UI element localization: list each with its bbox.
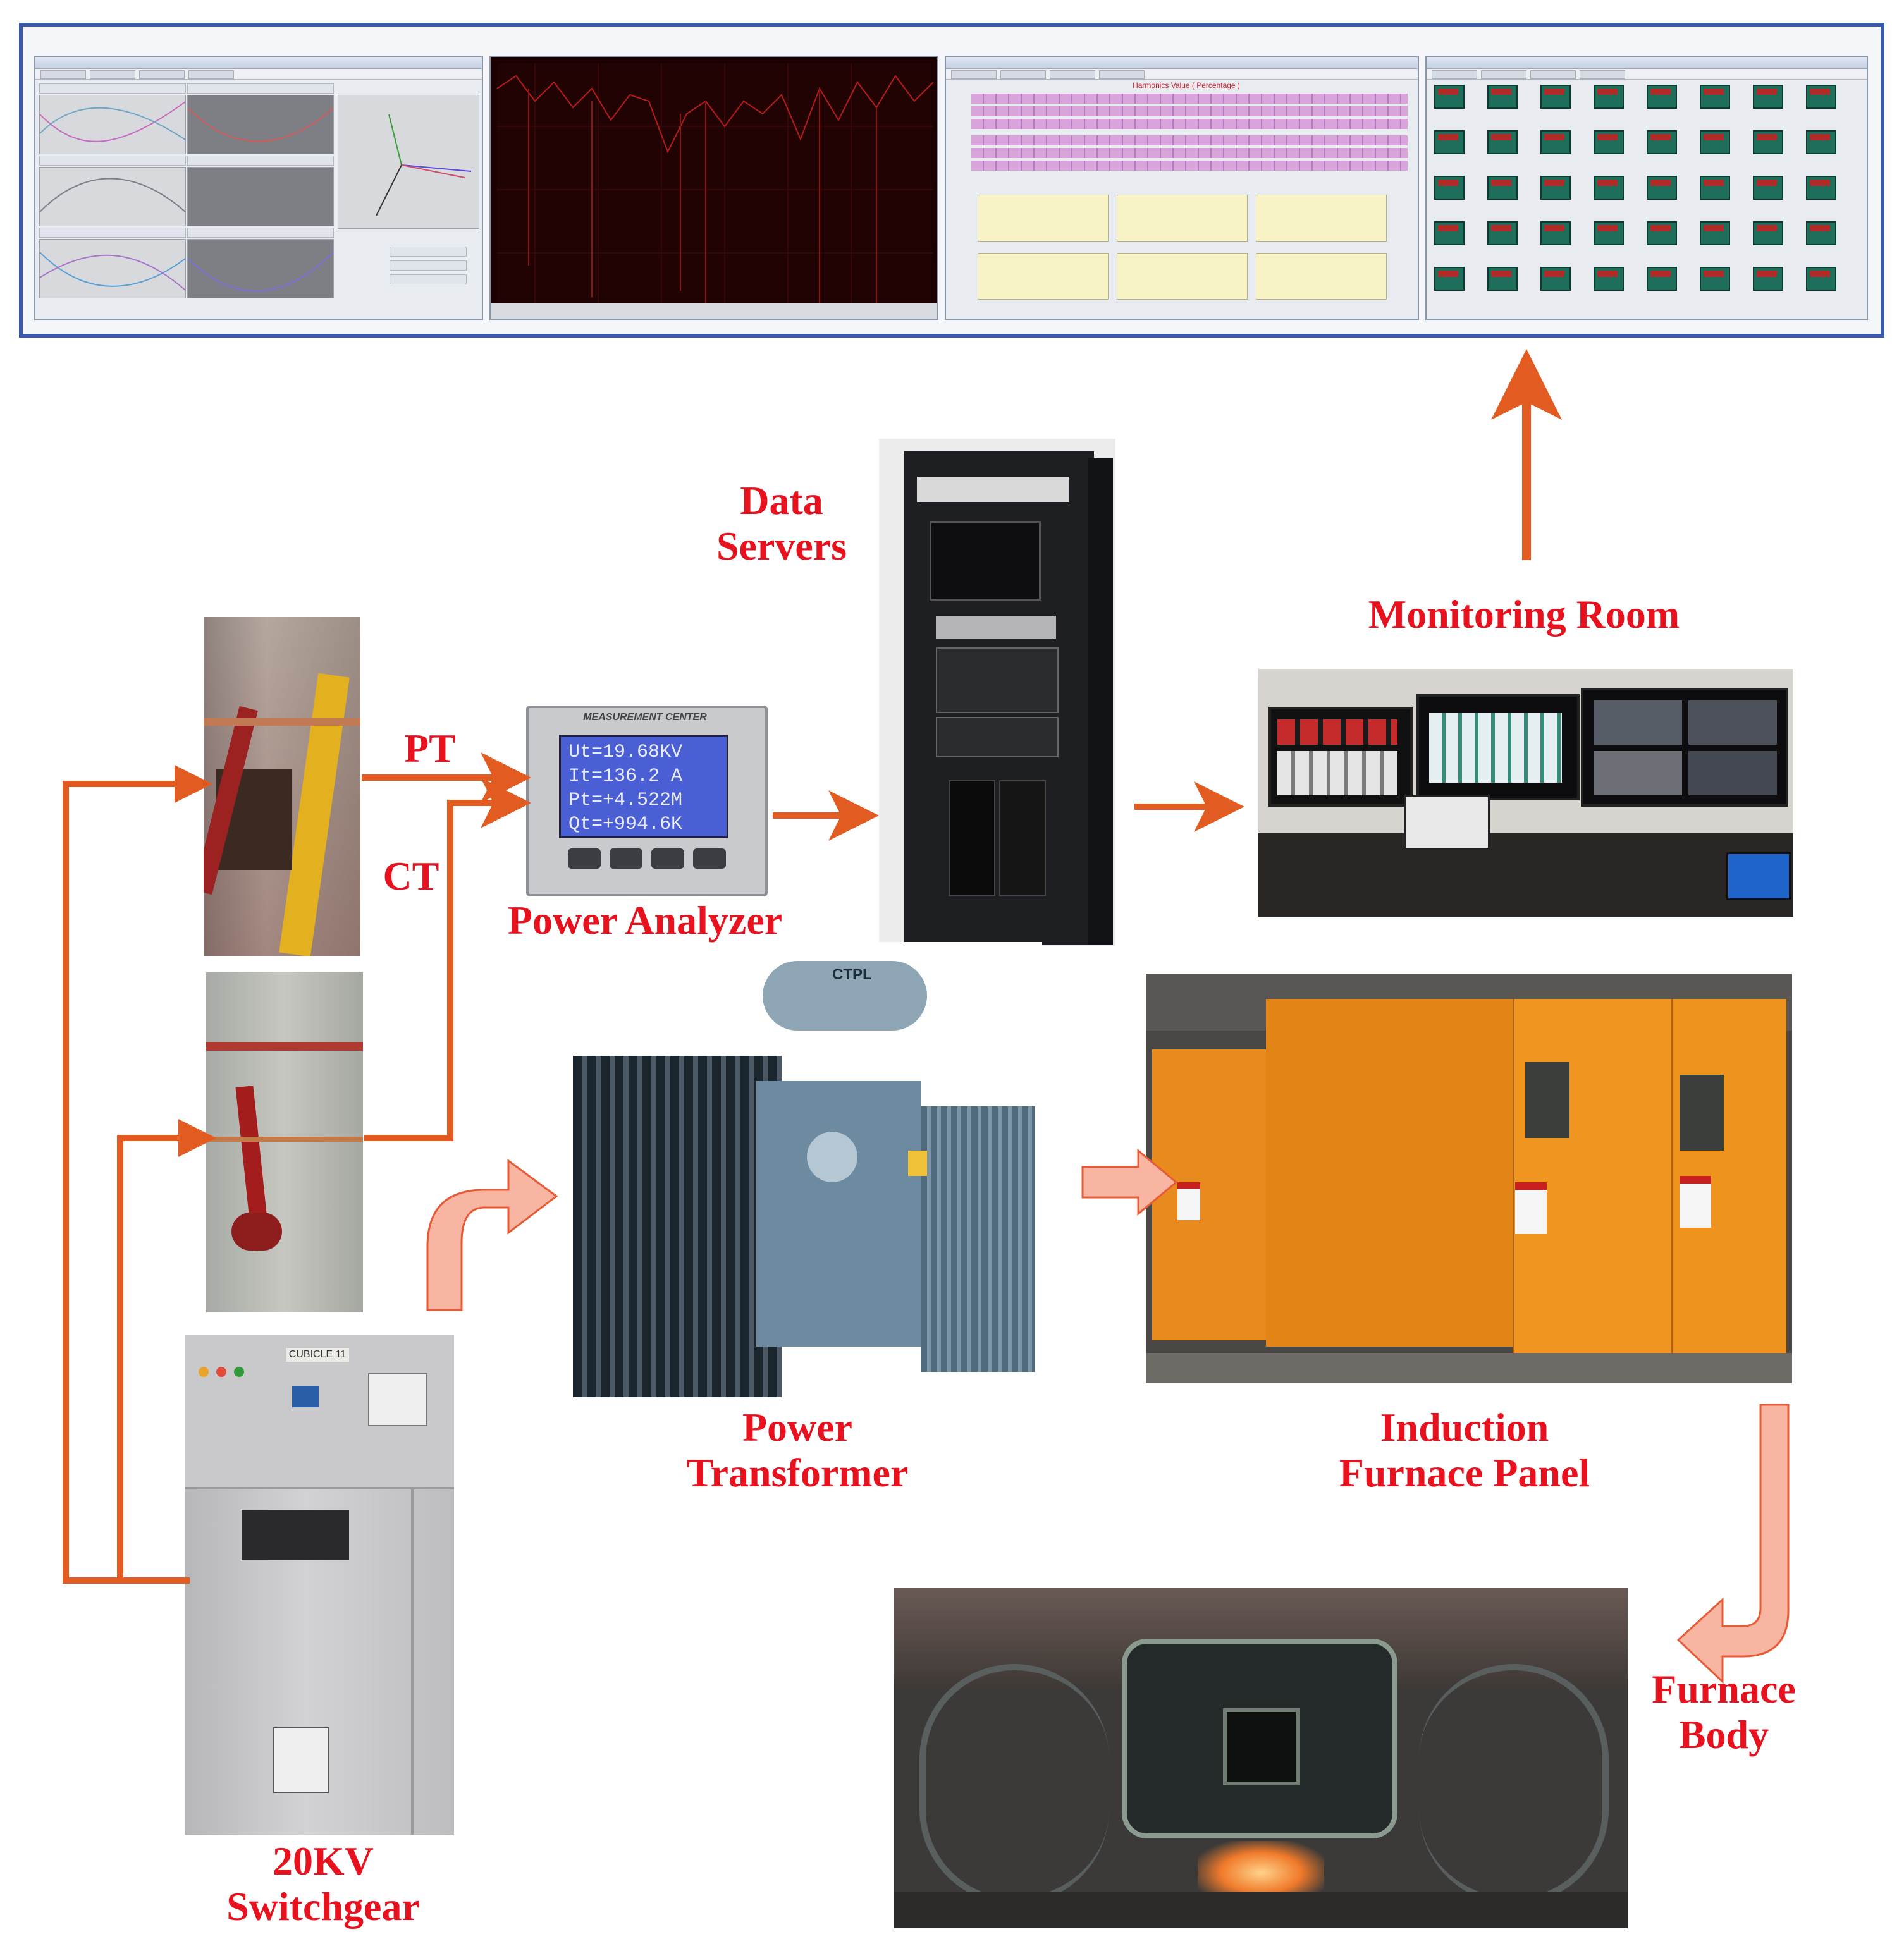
meter-tile [1540,176,1571,200]
meter-tile [1806,221,1836,245]
voltage-harmonic-phase-2 [1117,253,1248,300]
label-data-servers: Data Servers [716,478,847,568]
label-pt: PT [404,726,456,771]
transformer-brand: CTPL [832,966,872,983]
panel-to-furnace-arrow [1676,1404,1790,1684]
waveform-v3 [39,239,186,298]
vector-diagram [338,95,479,229]
lcd-line-voltage: Ut=19.68KV [568,742,683,763]
waveform-v1 [39,95,186,154]
trend-footer [491,303,937,319]
meter-tile [1594,267,1624,291]
meter-tile [1434,85,1465,109]
meter-tile [1806,85,1836,109]
meter-tile [1647,85,1677,109]
analyzer-button-2[interactable] [610,848,642,869]
analyzer-header: MEASUREMENT CENTER [583,712,707,723]
meter-tile [1540,267,1571,291]
meter-tile [1487,176,1518,200]
feeder-line-to-pt [63,765,212,1584]
switchgear-photo: CUBICLE 11 [185,1335,454,1835]
current-harmonic-phase-2 [1117,195,1248,242]
screen-harmonics: Harmonics Value ( Percentage ) [945,56,1419,320]
voltage-harmonic-phase-1 [978,253,1109,300]
window-titlebar [35,57,482,69]
power-transformer-photo: CTPL [567,942,1042,1398]
analyzer-lcd: Ut=19.68KV It=136.2 A Pt=+4.522M Qt=+994… [559,735,728,838]
window-tabs [35,69,482,80]
monitoring-room-photo [1258,669,1793,917]
label-power-transformer: Power Transformer [686,1405,909,1495]
screen-meters [1425,56,1868,320]
meter-tile [1540,221,1571,245]
meter-tile [1647,221,1677,245]
meter-tile [1594,85,1624,109]
induction-furnace-panel-photo [1146,974,1792,1383]
meter-tile [1487,267,1518,291]
furnace-body-photo [894,1588,1628,1928]
label-monitoring-room: Monitoring Room [1368,592,1680,637]
waveform-v2 [39,167,186,226]
waveform-i2 [187,167,334,226]
meter-tile [1594,176,1624,200]
lcd-line-reactive-power: Qt=+994.6K [568,814,683,835]
meter-tile [1806,176,1836,200]
meter-tile [1487,130,1518,154]
label-induction-furnace-panel: Induction Furnace Panel [1339,1405,1590,1495]
meter-tile [1753,176,1783,200]
meter-tile [1594,221,1624,245]
analyzer-button-3[interactable] [651,848,684,869]
current-harmonic-phase-3 [1256,195,1387,242]
label-switchgear: 20KV Switchgear [226,1838,420,1929]
label-power-analyzer: Power Analyzer [507,898,783,943]
analyzer-button-4[interactable] [693,848,726,869]
meter-tile [1487,221,1518,245]
meter-tile [1700,221,1730,245]
meter-tile [1753,267,1783,291]
meter-tile [1434,267,1465,291]
meter-tile [1806,130,1836,154]
meter-tile [1540,85,1571,109]
lcd-line-active-power: Pt=+4.522M [568,790,683,811]
current-harmonic-phase-1 [978,195,1109,242]
meter-tile [1594,130,1624,154]
meter-tile [1806,267,1836,291]
meter-tile [1487,85,1518,109]
meter-tile [1540,130,1571,154]
trend-plot [496,63,934,305]
waveform-i3 [187,239,334,298]
meter-tile [1700,130,1730,154]
meter-tile [1647,130,1677,154]
waveform-i1 [187,95,334,154]
meter-tile [1434,176,1465,200]
label-furnace-body: Furnace Body [1652,1667,1796,1757]
meter-tile [1700,176,1730,200]
meter-tile [1700,267,1730,291]
voltage-harmonic-phase-3 [1256,253,1387,300]
label-ct: CT [383,853,439,898]
meter-tile [1753,130,1783,154]
screen-waveforms [34,56,483,320]
transformer-to-panel-arrow [1081,1148,1178,1216]
ct-arrow [364,778,531,1141]
data-server-rack-photo [879,439,1115,946]
meter-tile [1753,85,1783,109]
meter-tile [1647,267,1677,291]
ct-cabinet-photo [206,972,363,1312]
meter-tile [1753,221,1783,245]
monitoring-screens-strip: Harmonics Value ( Percentage ) [19,23,1884,338]
meter-tile [1647,176,1677,200]
switchgear-to-transformer-arrow [426,1159,558,1311]
feeder-line-to-ct [117,1119,216,1581]
analyzer-button-1[interactable] [568,848,601,869]
switchgear-tag: CUBICLE 11 [286,1348,349,1362]
meter-tile [1434,130,1465,154]
pt-cabinet-photo [204,617,360,956]
lcd-line-current: It=136.2 A [568,766,683,787]
meter-tile [1434,221,1465,245]
screen-trend-graph [489,56,938,320]
harmonics-title: Harmonics Value ( Percentage ) [1133,81,1240,90]
meter-tile [1700,85,1730,109]
